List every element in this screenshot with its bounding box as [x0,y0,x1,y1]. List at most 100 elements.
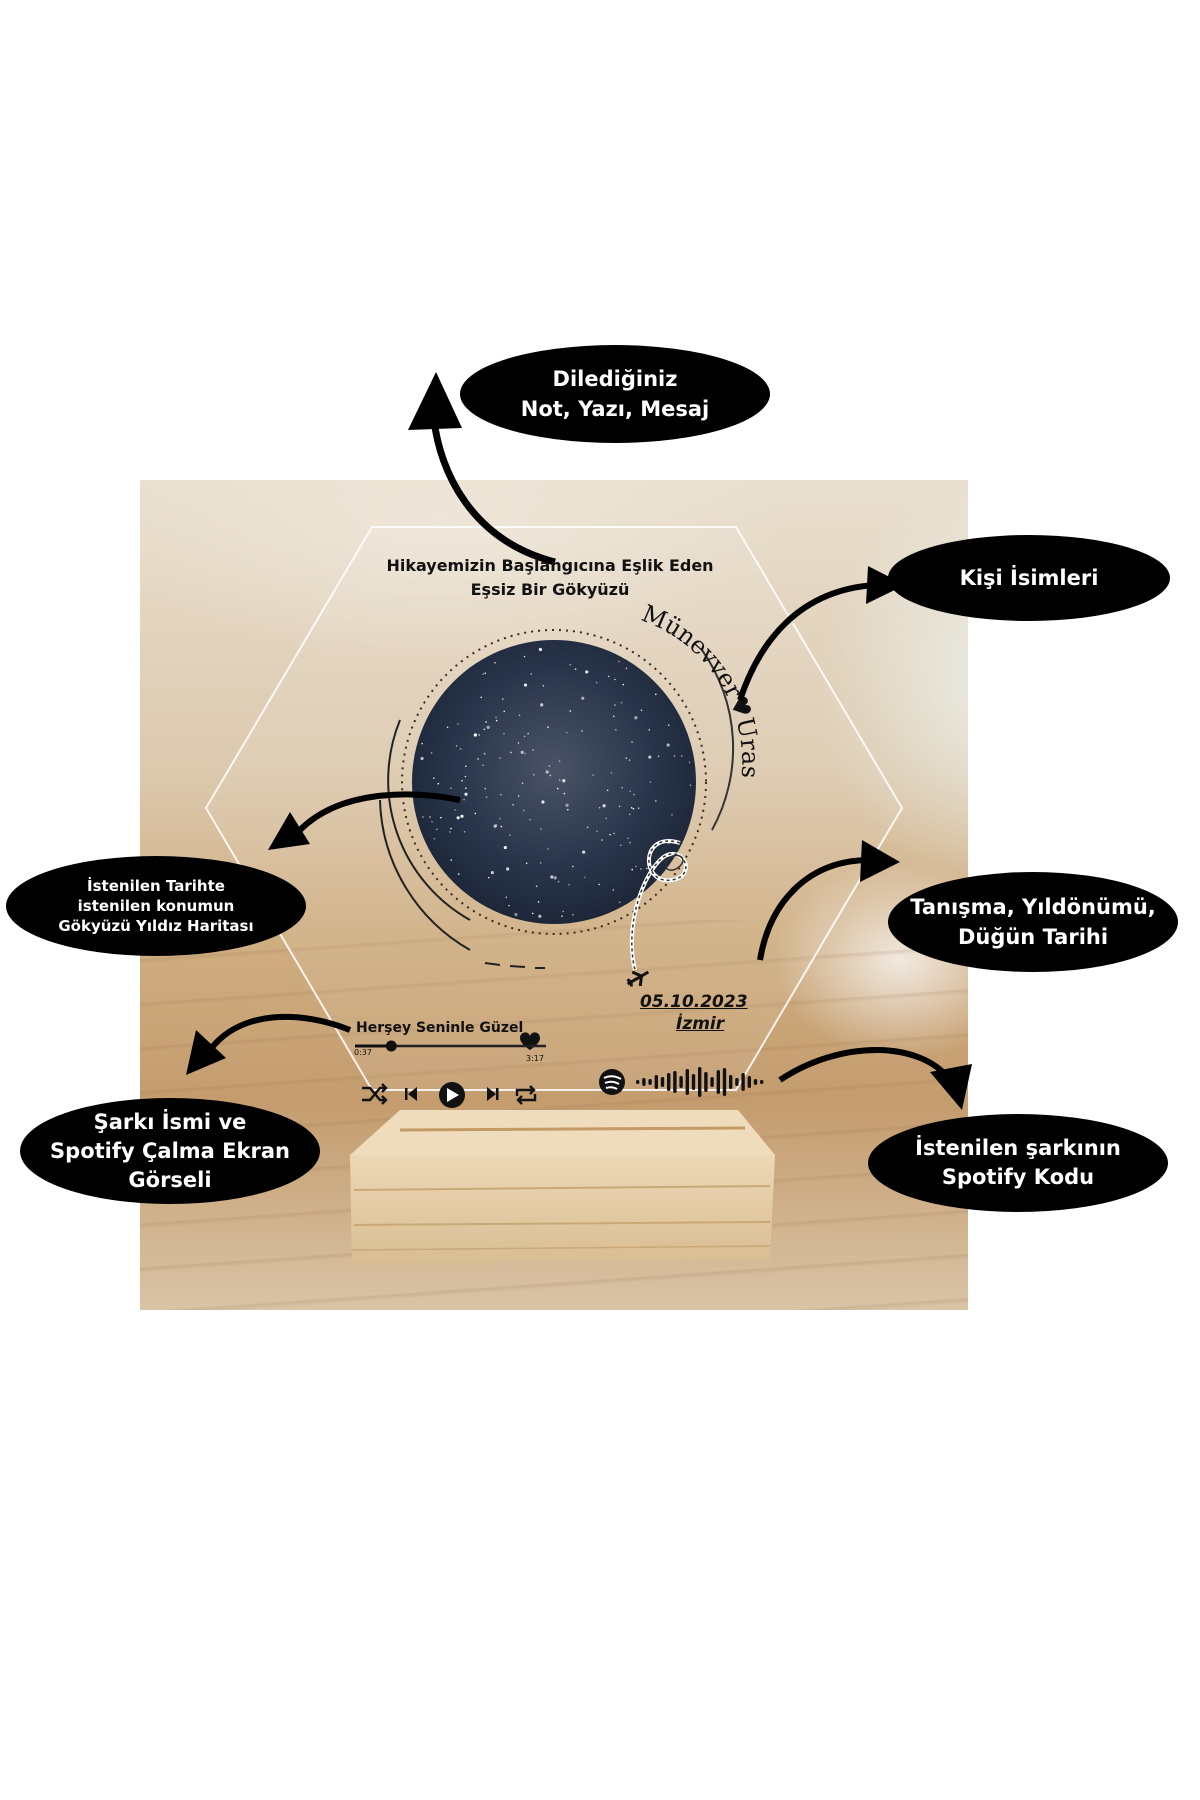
star-dot [449,831,451,833]
event-date: 05.10.2023 [640,992,748,1012]
star-dot [533,774,535,776]
star-dot [613,832,615,835]
code-bar [642,1078,646,1086]
star-dot [557,880,560,883]
star-dot [433,837,436,840]
callout-date: Tanışma, Yıldönümü, Düğün Tarihi [888,872,1178,972]
star-dot [525,862,528,865]
time-total: 3:17 [526,1054,544,1063]
star-dot [455,745,458,747]
arrow-song [207,1013,352,1052]
star-dot [655,800,657,802]
star-dot [585,670,589,674]
star-dot [618,805,621,808]
callout-song-label: Şarkı İsmi ve Spotify Çalma Ekran Görsel… [50,1109,290,1192]
code-bar [685,1069,689,1095]
star-dot [648,729,651,731]
star-dot [530,673,533,675]
star-dot [614,678,616,681]
star-dot [520,750,524,754]
arrow-star-map [297,791,461,833]
play-icon [439,1082,465,1108]
code-bar [648,1079,652,1085]
star-dot [657,755,660,758]
star-dot [545,770,549,774]
star-dot [456,816,460,820]
star-dot [581,696,585,700]
code-bar [704,1072,708,1092]
star-dot [485,721,487,723]
star-dot [510,751,512,754]
callout-note-label: Dilediğiniz Not, Yazı, Mesaj [520,367,710,421]
star-dot [649,781,652,783]
star-dot [562,910,565,913]
code-bar [760,1080,764,1084]
star-dot [459,748,462,750]
star-dot [667,724,670,727]
spotify-code [599,1067,764,1097]
code-bar [698,1067,702,1097]
star-dot [517,742,520,744]
star-dot [612,715,615,718]
star-dot [615,728,617,731]
code-bar [722,1068,727,1096]
star-dot [631,868,633,871]
star-dot [558,779,561,781]
star-dot [464,765,467,768]
star-dot [500,825,503,828]
code-bar [660,1077,665,1087]
star-dot [529,818,531,821]
star-dot [671,814,673,816]
star-dot [523,735,526,738]
star-dot [446,726,449,729]
star-dot [612,889,615,891]
star-dot [596,830,598,833]
star-dot [440,816,442,819]
star-dot [509,834,511,836]
previous-icon [405,1087,417,1101]
star-dot [598,806,601,809]
arrow-note [430,419,556,566]
star-dot [640,868,642,870]
star-dot [566,731,568,734]
star-dot [523,683,528,687]
star-dot [464,775,467,778]
star-dot [666,743,670,747]
star-dot [646,867,648,870]
star-dot [547,726,549,728]
star-dot [503,732,505,735]
star-dot [535,885,538,887]
star-dot [486,725,490,730]
star-dot [450,787,452,790]
star-dot [625,757,628,759]
code-bar [741,1073,745,1091]
star-dot [621,786,623,789]
star-dot [582,850,586,854]
star-dot [609,833,611,836]
next-icon [487,1087,499,1101]
code-bar [673,1071,677,1093]
star-dot [503,710,506,713]
arrow-spotify-code [778,1047,953,1083]
star-dot [421,742,423,745]
callout-spotify-code: İstenilen şarkının Spotify Kodu [868,1114,1168,1212]
star-dot [572,865,574,868]
star-dot [569,710,572,712]
code-bar [710,1077,714,1087]
star-dot [538,647,543,652]
star-dot [482,764,484,767]
star-dot [495,719,498,722]
event-city: İzmir [676,1014,725,1034]
star-dot [495,824,498,826]
star-dot [474,812,477,815]
airplane-path [626,839,688,987]
star-dot [633,793,635,796]
star-dot [540,703,544,707]
star-dot [581,730,583,732]
star-dot [499,757,501,759]
callout-song: Şarkı İsmi ve Spotify Çalma Ekran Görsel… [20,1098,320,1204]
star-dot [477,758,479,760]
star-dot [618,901,621,904]
star-dot [527,732,529,735]
